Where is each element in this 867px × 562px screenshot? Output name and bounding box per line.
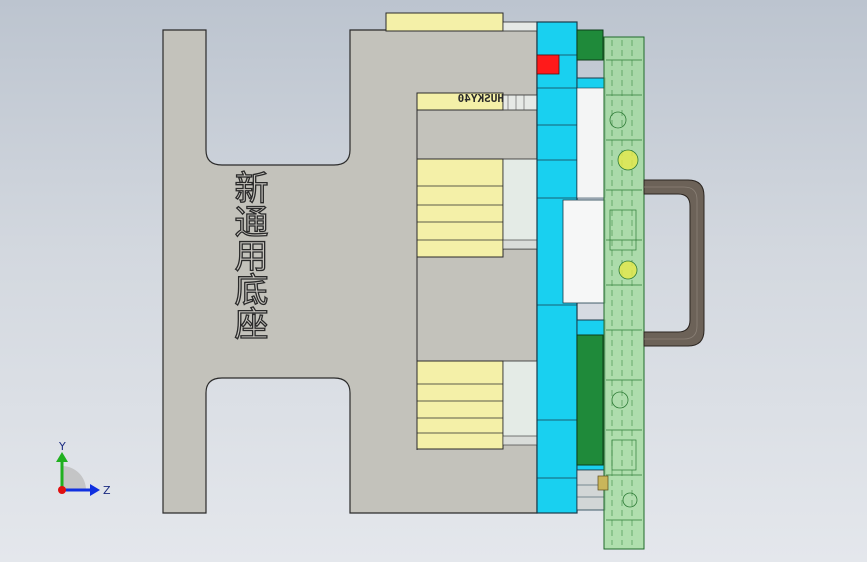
lower-guide-block xyxy=(416,360,538,450)
triad-axes xyxy=(56,452,100,496)
top-guide-block xyxy=(385,12,538,32)
green-insert-top xyxy=(576,29,604,61)
green-insert-bottom xyxy=(576,334,604,466)
red-marker xyxy=(536,54,560,75)
triad-y-label: Y xyxy=(59,440,66,453)
stamp-block xyxy=(416,92,538,111)
z-axis-arrow xyxy=(90,484,100,496)
x-axis-dot xyxy=(58,486,66,494)
base-name-label: 新通用底座 xyxy=(227,169,268,340)
middle-guide-block xyxy=(416,158,538,258)
cavity-window xyxy=(562,199,606,304)
orientation-triad[interactable]: Y Z xyxy=(40,438,120,508)
mold-handle xyxy=(643,179,705,347)
triad-arc xyxy=(62,466,86,490)
part-stamp: HUSKY40 xyxy=(457,92,504,105)
green-mold xyxy=(597,36,645,550)
triad-z-label: Z xyxy=(103,484,111,497)
y-axis-arrow xyxy=(56,452,68,462)
cavity-window-upper xyxy=(576,87,606,199)
